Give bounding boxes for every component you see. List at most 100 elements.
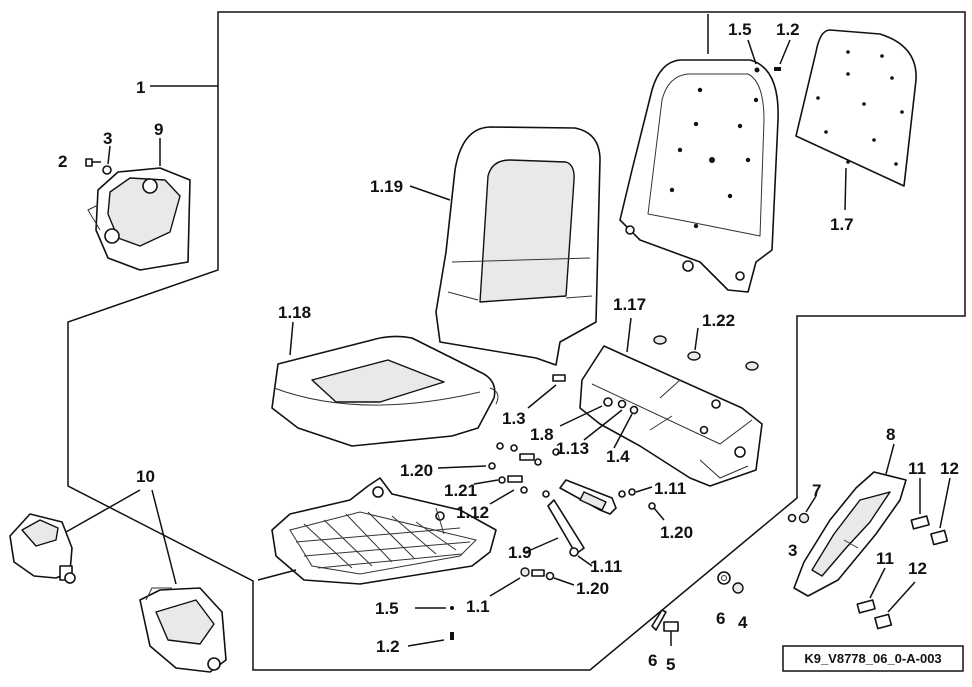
bracket-part-9	[87, 167, 191, 271]
bolt-part-5	[663, 621, 679, 646]
leader-1-11b	[577, 555, 593, 567]
backrest-shell	[619, 59, 779, 293]
leader-11b	[869, 567, 886, 599]
label-1-5-top: 1.5	[728, 20, 752, 39]
label-4: 4	[738, 613, 748, 632]
label-1-3: 1.3	[502, 409, 526, 428]
washer-part-7	[798, 512, 810, 524]
leader-1-18	[289, 321, 294, 356]
label-6-b: 6	[648, 651, 657, 670]
label-1-11-b: 1.11	[590, 557, 622, 576]
washer-part-3-small	[102, 165, 112, 175]
backrest-cushion-part-1-19	[435, 126, 601, 366]
nut-part-1-22-a	[653, 335, 667, 345]
back-panel-part-1-7	[795, 29, 917, 187]
label-1-20-b: 1.20	[660, 523, 693, 542]
washer-part-6	[717, 571, 731, 585]
leader-1-11a	[635, 486, 653, 493]
label-5: 5	[666, 655, 675, 674]
leader-pan	[257, 569, 297, 581]
nut-part-1-22-c	[745, 361, 759, 371]
leader-1-1	[489, 577, 521, 597]
leader-7	[805, 495, 817, 513]
washer-part-3-right	[787, 513, 797, 523]
leader-12b	[887, 581, 916, 613]
leader-10b	[151, 489, 177, 585]
assembly-boundary	[67, 11, 966, 671]
leader-3a	[107, 145, 111, 165]
leader-1-12	[489, 489, 515, 505]
leader-1-3	[527, 384, 557, 409]
screw-part-1-3	[552, 374, 566, 382]
label-1-20-a: 1.20	[400, 461, 433, 480]
reference-code: K9_V8778_06_0-A-003	[804, 651, 941, 666]
label-2: 2	[58, 152, 67, 171]
label-1-21: 1.21	[444, 481, 477, 500]
label-7: 7	[812, 481, 821, 500]
gas-strut-part-1-9	[547, 479, 617, 557]
leader-1-5a	[747, 39, 757, 65]
belt-buckle-part-10-a	[9, 513, 76, 584]
label-1-1: 1.1	[466, 597, 490, 616]
pad-part-12-a	[930, 529, 949, 546]
pad-part-11-b	[856, 599, 876, 614]
leader-10a	[65, 489, 141, 533]
leader-12a	[939, 477, 951, 529]
label-3-top: 3	[103, 129, 112, 148]
screw-part-1-5-top	[754, 67, 760, 73]
label-1-13: 1.13	[556, 439, 589, 458]
screw-part-1-2-top	[774, 67, 781, 71]
leader-1-20b	[653, 507, 665, 521]
label-1-20-c: 1.20	[576, 579, 609, 598]
leader-8	[885, 443, 895, 475]
label-12-b: 12	[908, 559, 927, 578]
bolt-part-2-small	[85, 158, 101, 167]
label-6-a: 6	[716, 609, 725, 628]
nut-part-1-22-b	[687, 351, 701, 361]
washer-part-6-lower	[651, 609, 667, 631]
bolt-part-1-20-lower	[531, 569, 555, 581]
label-11-a: 11	[908, 459, 926, 478]
label-1-5-lower: 1.5	[375, 599, 399, 618]
label-1-18: 1.18	[278, 303, 311, 322]
nut-part-1-1	[520, 567, 530, 577]
leader-1-22	[694, 327, 699, 351]
screw-part-1-2-lower	[450, 632, 454, 640]
leader-1-9	[525, 537, 559, 553]
label-1-7: 1.7	[830, 215, 854, 234]
label-1-4: 1.4	[606, 447, 630, 466]
label-1-12: 1.12	[456, 503, 489, 522]
label-12-a: 12	[940, 459, 959, 478]
rail-part-8	[793, 471, 907, 597]
label-11-b: 11	[876, 549, 894, 568]
mounting-plate-part-1-17	[579, 345, 763, 487]
leader-1-17	[626, 317, 632, 353]
label-1-9: 1.9	[508, 543, 532, 562]
screw-part-1-5-lower	[450, 606, 454, 610]
leader-1-2b	[407, 639, 445, 647]
label-1-2-lower: 1.2	[376, 637, 400, 656]
label-1-2-top: 1.2	[776, 20, 800, 39]
nut-part-4	[732, 582, 744, 594]
label-1-11-a: 1.11	[654, 479, 686, 498]
label-8: 8	[886, 425, 895, 444]
label-10: 10	[136, 467, 155, 486]
leader-1-13	[583, 409, 623, 441]
leader-1-7	[844, 167, 847, 211]
belt-buckle-part-10-b	[139, 587, 227, 673]
leader-1-21	[473, 479, 499, 485]
leader-1-2a	[779, 39, 791, 65]
reference-code-box	[782, 645, 964, 672]
leader-1-20a	[437, 465, 487, 469]
label-9: 9	[154, 120, 163, 139]
leader-1-19	[409, 185, 451, 201]
label-1-22: 1.22	[702, 311, 735, 330]
leader-1-4	[613, 413, 633, 449]
label-3-right: 3	[788, 541, 797, 560]
label-1-17: 1.17	[613, 295, 646, 314]
leader-1-20c	[553, 577, 575, 586]
hardware-cluster	[488, 442, 656, 510]
seat-cushion-part-1-18	[271, 335, 499, 447]
leader-1-8	[559, 405, 603, 427]
